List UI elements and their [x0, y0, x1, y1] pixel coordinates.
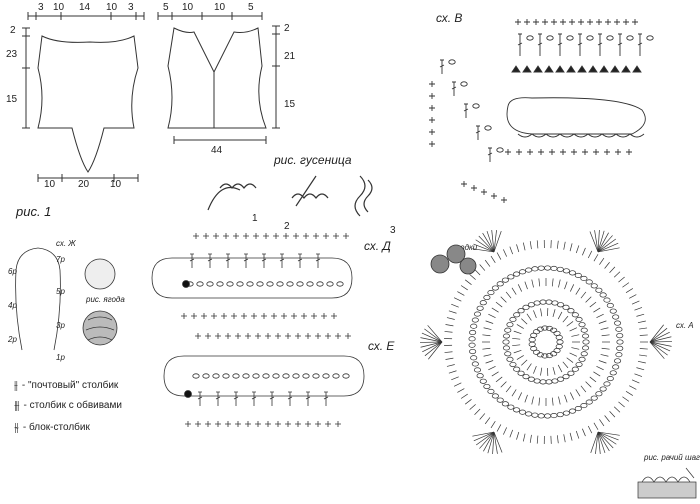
back-height-2: 23 [6, 49, 18, 60]
crab-stitch-label: рис. рачий шаг [644, 453, 700, 462]
caterpillar-step-3: 3 [390, 225, 396, 236]
back-top-width-4: 10 [106, 2, 118, 13]
front-bottom-width: 44 [211, 145, 223, 156]
berries-cluster-illustration [430, 244, 477, 275]
figure-1-label: рис. 1 [16, 204, 52, 219]
caterpillar-step-1: 1 [252, 213, 258, 224]
berry-row-4: 4р [8, 301, 17, 310]
back-bottom-width-3: 10 [110, 179, 122, 190]
wrapped-stitch-icon: ⫵ [14, 398, 20, 412]
block-stitch-icon: ⫳ [14, 420, 19, 434]
berry-row-5: 5р [56, 287, 65, 296]
berry-chart [15, 247, 61, 351]
scheme-a-label: сх. А [676, 321, 694, 330]
legend-post-stitch: ⫲ - "почтовый" столбик [14, 378, 119, 392]
caterpillar-label: рис. гусеница [274, 153, 352, 167]
back-bottom-width-2: 20 [78, 179, 90, 190]
legend-wrapped-stitch: ⫵ - столбик с обвивами [14, 398, 122, 412]
post-stitch-icon: ⫲ [14, 378, 18, 392]
front-height-1: 2 [284, 23, 290, 34]
berries-label: ягодки [452, 243, 478, 252]
back-top-width-3: 14 [79, 2, 91, 13]
scheme-e-label: сх. Е [368, 339, 395, 353]
crab-stitch-illustration [637, 467, 697, 499]
front-height-2: 21 [284, 51, 296, 62]
back-height-1: 2 [10, 25, 16, 36]
berry-row-3: 3р [56, 321, 65, 330]
back-bottom-width-1: 10 [44, 179, 56, 190]
berry-row-6: 6р [8, 267, 17, 276]
caterpillar-illustration [207, 175, 373, 217]
back-height-3: 15 [6, 94, 18, 105]
caterpillar-step-2: 2 [284, 221, 290, 232]
back-top-width-2: 10 [53, 2, 65, 13]
legend-block-stitch: ⫳ - блок-столбик [14, 420, 90, 434]
back-top-width-5: 3 [128, 2, 134, 13]
front-top-width-1: 5 [163, 2, 169, 13]
front-top-width-3: 10 [214, 2, 226, 13]
front-height-3: 15 [284, 99, 296, 110]
berry-row-7: 7р [56, 255, 65, 264]
front-top-width-4: 5 [248, 2, 254, 13]
back-top-width-1: 3 [38, 2, 44, 13]
berry-row-2: 2р [8, 335, 17, 344]
berry-label: рис. ягода [86, 295, 125, 304]
front-top-width-2: 10 [182, 2, 194, 13]
scheme-a-chart [420, 229, 673, 455]
scheme-b-label: сх. В [436, 11, 463, 25]
scheme-d-label: сх. Д [364, 239, 391, 253]
scheme-d-chart [151, 233, 353, 319]
scheme-b-chart [429, 19, 654, 203]
scheme-e-chart [163, 333, 365, 427]
scheme-zh-label: сх. Ж [56, 239, 76, 248]
berry-row-1: 1р [56, 353, 65, 362]
berry-illustration [82, 258, 118, 346]
